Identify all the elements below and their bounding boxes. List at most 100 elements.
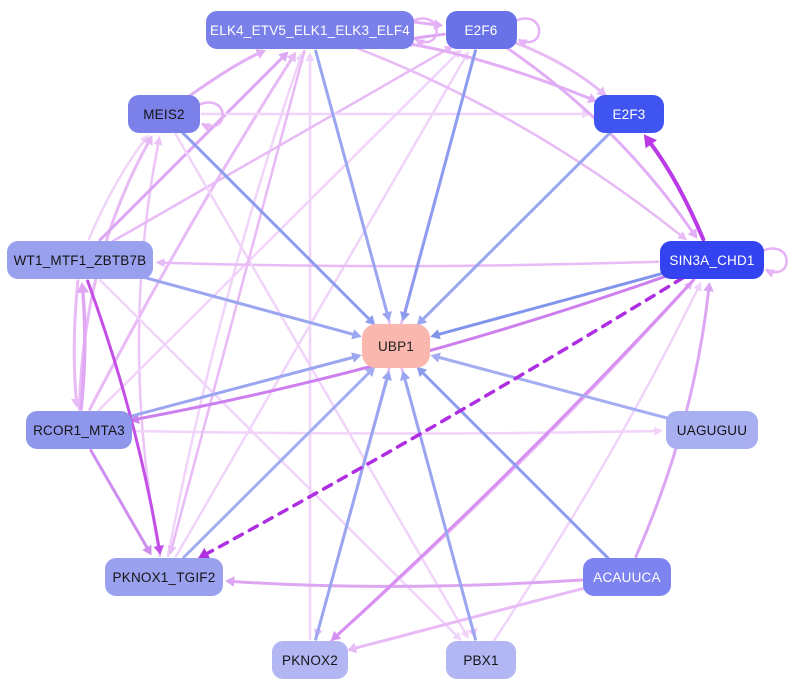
self-loop-e2f6[interactable] — [513, 17, 541, 44]
self-loop-arrowhead-elk4 — [415, 39, 425, 48]
arrowhead-acauuca-pknox1 — [225, 576, 235, 587]
edge-e2f3-ubp1[interactable] — [421, 130, 613, 321]
node-pknox1[interactable]: PKNOX1_TGIF2 — [105, 558, 223, 596]
edge-e2f6-sin3a[interactable] — [503, 44, 694, 233]
node-label-uaguguu: UAGUGUU — [676, 422, 748, 438]
node-wt1[interactable]: WT1_MTF1_ZBTB7B — [7, 241, 153, 279]
node-acauuca[interactable]: ACAUUCA — [583, 558, 671, 596]
edge-elk4-sin3a[interactable] — [357, 47, 682, 237]
node-label-sin3a: SIN3A_CHD1 — [669, 252, 755, 268]
node-label-meis2: MEIS2 — [143, 106, 185, 122]
node-sin3a[interactable]: SIN3A_CHD1 — [660, 241, 764, 279]
node-meis2[interactable]: MEIS2 — [128, 95, 200, 133]
self-loop-sin3a[interactable] — [760, 247, 788, 274]
arrowhead-meis2-ubp1 — [365, 315, 376, 326]
edge-rcor1-e2f6[interactable] — [97, 54, 457, 412]
edge-pknox1-elk4[interactable] — [166, 59, 301, 558]
arrowhead-elk4-pknox1 — [167, 545, 177, 556]
arrowhead-pknox2-ubp1 — [381, 370, 392, 381]
arrowhead-elk4-sin3a — [677, 231, 688, 241]
arrowhead-sin3a-pknox2 — [330, 630, 342, 641]
arrowhead-wt1-pknox1 — [153, 545, 164, 555]
edge-sin3a-wt1[interactable] — [163, 260, 660, 268]
arrowhead-e2f6-e2f3 — [596, 86, 607, 97]
arrowhead-wt1-elk4 — [278, 51, 289, 62]
edge-rcor1-wt1[interactable] — [79, 291, 87, 411]
edge-elk4-pknox1[interactable] — [170, 49, 306, 548]
edge-elk4-ubp1[interactable] — [314, 49, 389, 314]
node-e2f6[interactable]: E2F6 — [445, 11, 517, 49]
edge-rcor1-pknox1[interactable] — [89, 449, 149, 549]
edge-rcor1-uaguguu[interactable] — [132, 429, 656, 435]
edge-meis2-elk4[interactable] — [185, 52, 259, 99]
edge-rcor1-ubp1[interactable] — [122, 356, 355, 420]
arrowhead-e2f6-sin3a — [687, 228, 698, 239]
edge-pbx1-sin3a[interactable] — [492, 288, 699, 642]
node-ubp1[interactable]: UBP1 — [362, 324, 430, 368]
node-label-pknox2: PKNOX2 — [282, 652, 338, 668]
arrowhead-e2f6-ubp1 — [400, 311, 411, 322]
node-pbx1[interactable]: PBX1 — [446, 641, 516, 679]
edge-uaguguu-ubp1[interactable] — [437, 356, 673, 421]
edge-acauuca-pknox2[interactable] — [354, 585, 589, 650]
arrowhead-meis2-pbx1 — [460, 629, 469, 640]
edge-sin3a-ubp1[interactable] — [437, 270, 670, 336]
edge-wt1-meis2[interactable] — [87, 140, 145, 241]
arrowhead-acauuca-sin3a — [703, 282, 714, 292]
edge-wt1-pknox1[interactable] — [86, 279, 161, 548]
edge-sin3a-e2f3[interactable] — [649, 142, 706, 242]
edge-sin3a-pknox1[interactable] — [205, 275, 685, 556]
edge-meis2-ubp1[interactable] — [180, 130, 371, 321]
edge-e2f6-ubp1[interactable] — [403, 49, 477, 314]
arrowhead-rcor1-uaguguu — [654, 426, 663, 436]
arrowhead-wt1-ubp1 — [351, 329, 362, 340]
self-loop-arrowhead-e2f6 — [517, 39, 528, 48]
node-label-acauuca: ACAUUCA — [593, 569, 661, 585]
arrowhead-elk4-ubp1 — [381, 311, 392, 322]
arrowhead-rcor1-meis2 — [143, 135, 153, 146]
edge-wt1-rcor1[interactable] — [72, 279, 80, 401]
edge-pbx1-ubp1[interactable] — [403, 378, 477, 641]
arrowhead-sin3a-pknox1 — [197, 548, 211, 559]
edge-sin3a-pknox2[interactable] — [336, 278, 696, 637]
self-loop-elk4[interactable] — [410, 17, 438, 44]
edge-acauuca-pknox1[interactable] — [232, 578, 583, 588]
arrowhead-pknox1-ubp1 — [364, 366, 376, 377]
self-loop-meis2[interactable] — [196, 101, 224, 128]
arrowhead-wt1-rcor1 — [71, 398, 82, 408]
node-label-elk4: ELK4_ETV5_ELK1_ELK3_ELF4 — [210, 22, 410, 38]
edge-wt1-ubp1[interactable] — [132, 273, 355, 336]
node-uaguguu[interactable]: UAGUGUU — [666, 411, 758, 449]
self-loop-arrowhead-sin3a — [765, 269, 775, 278]
edge-meis2-pbx1[interactable] — [174, 132, 466, 633]
arrowhead-uaguguu-ubp1 — [430, 352, 441, 363]
arrowhead-rcor1-pknox1 — [142, 544, 152, 556]
arrowhead-meis2-e2f3 — [582, 109, 591, 119]
arrowhead-meis2-elk4 — [255, 49, 266, 59]
node-label-rcor1: RCOR1_MTA3 — [33, 422, 125, 438]
node-label-pknox1: PKNOX1_TGIF2 — [112, 569, 216, 585]
arrowhead-sin3a-ubp1 — [430, 329, 441, 340]
edge-pknox1-e2f6[interactable] — [174, 57, 466, 558]
arrowhead-rcor1-ubp1 — [351, 352, 362, 363]
node-rcor1[interactable]: RCOR1_MTA3 — [26, 411, 132, 449]
node-label-pbx1: PBX1 — [463, 652, 499, 668]
arrowhead-sin3a-wt1 — [155, 258, 165, 267]
arrowhead-e2f3-ubp1 — [416, 315, 428, 326]
edge-pknox1-ubp1[interactable] — [182, 371, 371, 559]
self-loop-arrowhead-meis2 — [201, 123, 211, 132]
edge-wt1-elk4[interactable] — [98, 56, 284, 242]
edge-pknox2-ubp1[interactable] — [314, 378, 389, 641]
arrowhead-rcor1-wt1 — [76, 282, 89, 294]
node-elk4[interactable]: ELK4_ETV5_ELK1_ELK3_ELF4 — [206, 11, 414, 49]
node-e2f3[interactable]: E2F3 — [594, 95, 664, 133]
edge-acauuca-ubp1[interactable] — [421, 371, 610, 560]
node-label-ubp1: UBP1 — [377, 338, 415, 354]
arrowhead-pbx1-sin3a — [693, 281, 702, 292]
node-label-e2f6: E2F6 — [464, 22, 498, 38]
node-pknox2[interactable]: PKNOX2 — [272, 641, 348, 679]
arrowhead-wt1-pbx1 — [452, 631, 462, 641]
arrowhead-pbx1-ubp1 — [400, 370, 411, 381]
arrowhead-acauuca-ubp1 — [416, 366, 427, 377]
